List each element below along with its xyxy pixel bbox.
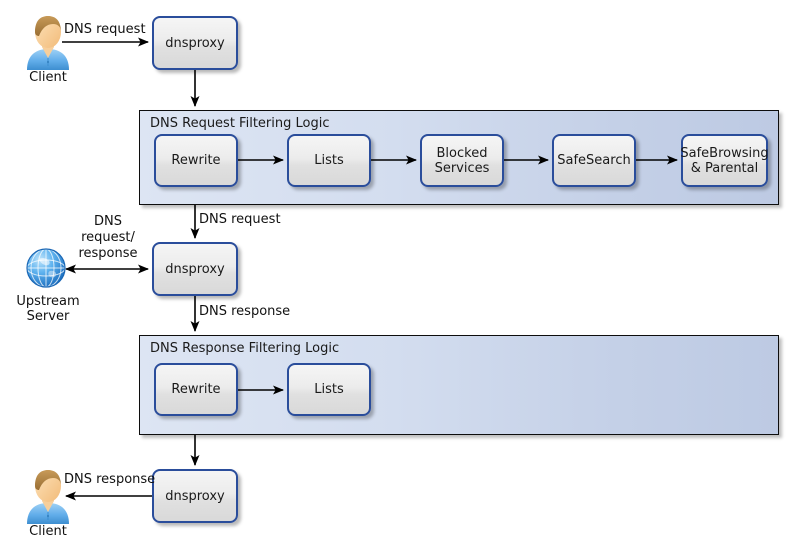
edge-label-proxy-to-request-filter: DNS request — [199, 212, 281, 227]
edge-label-upstream-exchange: DNS request/ response — [78, 214, 138, 261]
globe-icon — [22, 243, 72, 293]
group-title-response: DNS Response Filtering Logic — [150, 341, 340, 356]
edge-label-proxy-to-client: DNS response — [64, 472, 156, 487]
actor-label-upstream: Upstream Server — [16, 294, 80, 324]
node-req-rewrite[interactable]: Rewrite — [154, 134, 238, 187]
node-req-blocked-services[interactable]: Blocked Services — [420, 134, 504, 187]
actor-label-client-top: Client — [29, 70, 67, 85]
node-dnsproxy-bottom[interactable]: dnsproxy — [152, 469, 238, 523]
group-dns-response-filtering: DNS Response Filtering Logic — [139, 335, 779, 435]
group-title-request: DNS Request Filtering Logic — [150, 116, 330, 131]
actor-label-client-bottom: Client — [29, 524, 67, 539]
client-icon — [22, 468, 74, 524]
node-dnsproxy-top[interactable]: dnsproxy — [152, 16, 238, 70]
node-req-safebrowsing-parental[interactable]: SafeBrowsing & Parental — [680, 134, 769, 187]
node-res-lists[interactable]: Lists — [287, 363, 371, 416]
node-req-safesearch[interactable]: SafeSearch — [552, 134, 636, 187]
node-res-rewrite[interactable]: Rewrite — [154, 363, 238, 416]
node-dnsproxy-middle[interactable]: dnsproxy — [152, 242, 238, 296]
client-icon — [22, 14, 74, 70]
node-req-lists[interactable]: Lists — [287, 134, 371, 187]
edge-label-client-to-proxy: DNS request — [64, 22, 146, 37]
edge-label-proxy-to-response-filter: DNS response — [199, 304, 291, 319]
